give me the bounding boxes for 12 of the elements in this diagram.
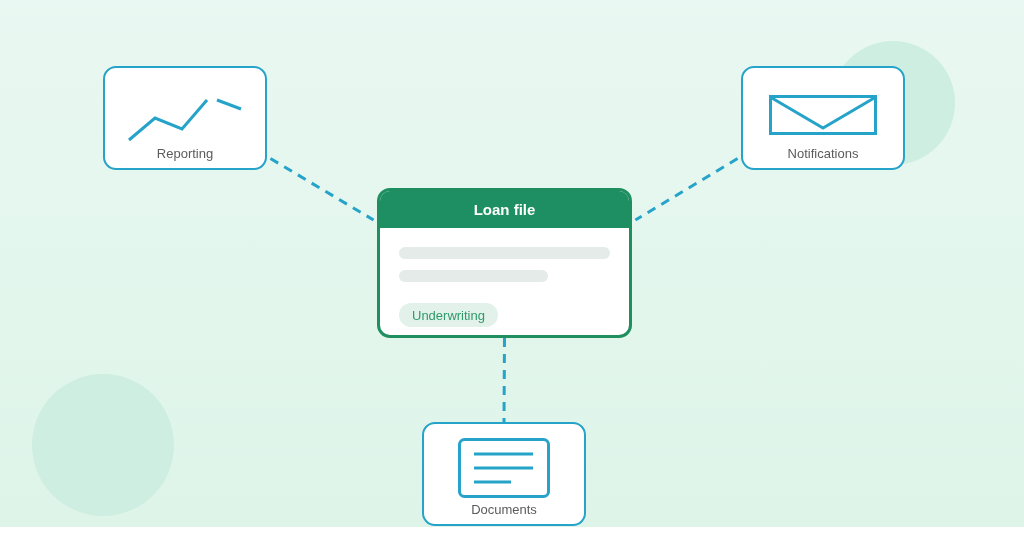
module-card: [741, 66, 905, 170]
status-tag: Underwriting: [399, 303, 498, 327]
card-title: Loan file: [473, 200, 536, 219]
file-card: [377, 188, 632, 338]
dashed-connector: [269, 157, 375, 222]
card-label: Documents: [471, 502, 537, 518]
module-card: [422, 422, 586, 526]
card-label: Reporting: [156, 146, 214, 162]
module-card: [103, 66, 267, 170]
dashed-connector: [634, 157, 739, 222]
card-label: Notifications: [787, 146, 859, 162]
dashed-connector: [502, 338, 506, 422]
